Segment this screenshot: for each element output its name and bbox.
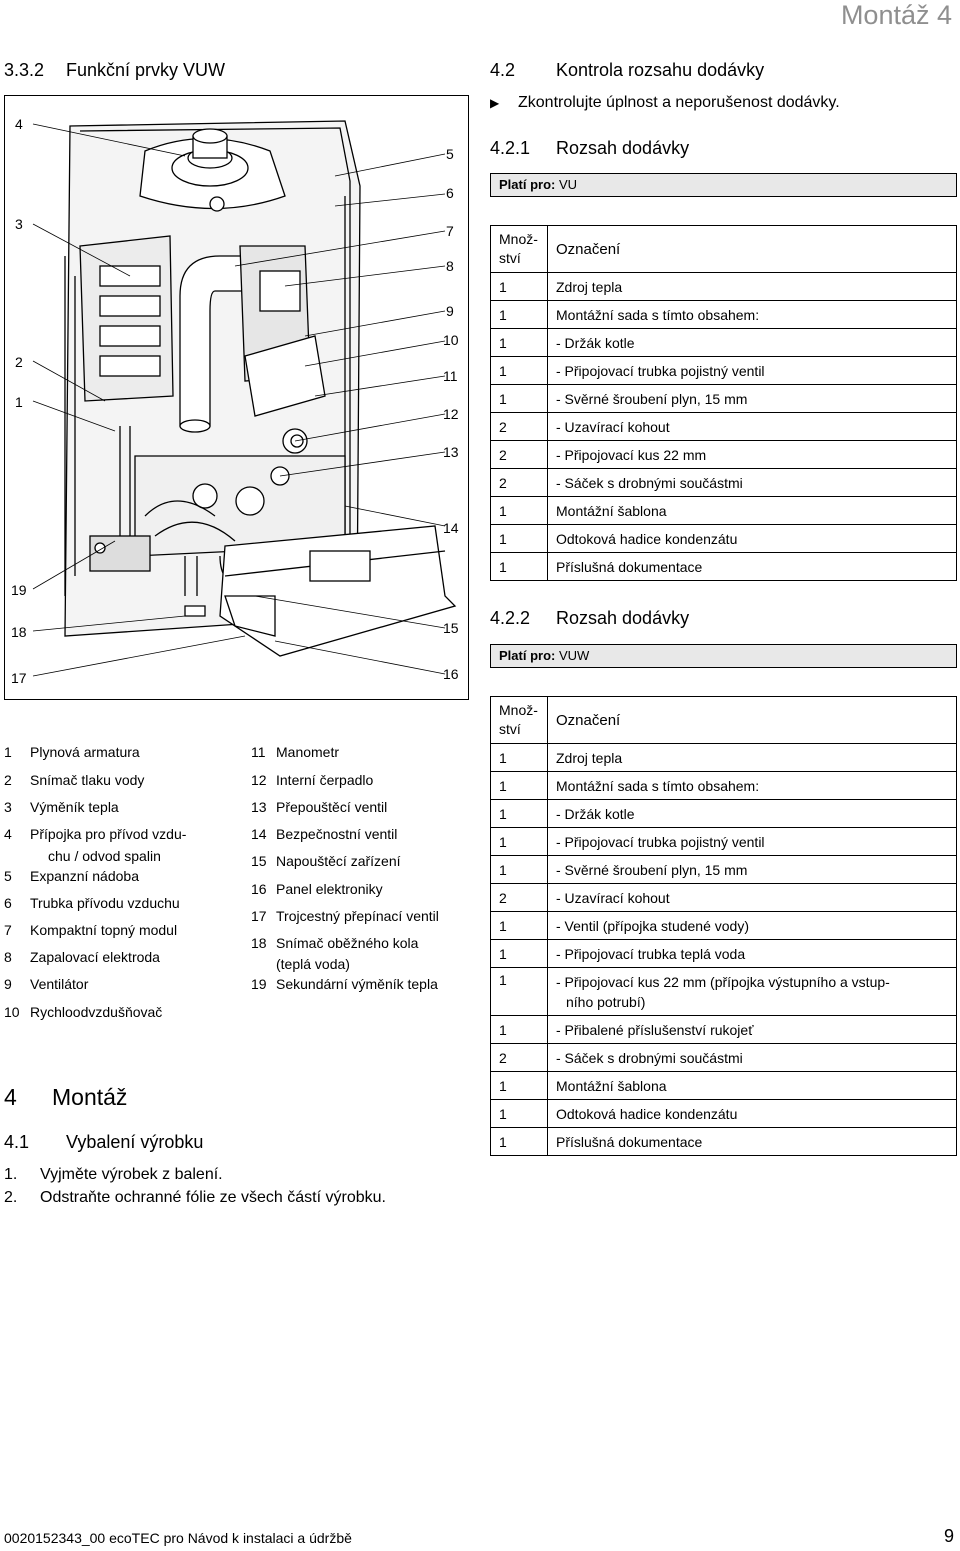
section-heading-422: 4.2.2 Rozsah dodávky bbox=[490, 608, 689, 629]
table-row: 1- Držák kotle bbox=[490, 328, 957, 357]
section-heading-41: 4.1 Vybalení výrobku bbox=[4, 1132, 203, 1153]
page-number: 9 bbox=[943, 1526, 954, 1546]
chapter-title: Montáž bbox=[52, 1084, 128, 1110]
table-row: 2- Připojovací kus 22 mm bbox=[490, 440, 957, 469]
callout-1: 1 bbox=[15, 394, 23, 410]
bullet-item: ▶Zkontrolujte úplnost a neporušenost dod… bbox=[490, 94, 840, 111]
column-header-qty: Množ-ství bbox=[490, 696, 548, 744]
table-row: 1- Připojovací trubka pojistný ventil bbox=[490, 356, 957, 385]
boiler-illustration bbox=[32, 120, 457, 677]
callout-7: 7 bbox=[446, 223, 454, 239]
callout-16: 16 bbox=[443, 666, 459, 682]
callout-14: 14 bbox=[443, 520, 459, 536]
section-number: 3.3.2 bbox=[4, 60, 45, 80]
section-heading-332: 3.3.2 Funkční prvky VUW bbox=[4, 60, 225, 81]
applies-to-bar-vuw: Platí pro: VUW bbox=[490, 644, 957, 668]
callout-10: 10 bbox=[443, 332, 459, 348]
table-row: 1- Držák kotle bbox=[490, 799, 957, 828]
table-header-row: Množ-ství Označení bbox=[490, 225, 957, 273]
footer-doc-id: 0020152343_00 ecoTEC pro Návod k instala… bbox=[4, 1530, 352, 1546]
table-row: 2- Uzavírací kohout bbox=[490, 883, 957, 912]
callout-6: 6 bbox=[446, 185, 454, 201]
section-number: 4.2.2 bbox=[490, 608, 531, 628]
chapter-heading-4: 4 Montáž bbox=[4, 1084, 127, 1111]
section-title: Rozsah dodávky bbox=[556, 138, 690, 158]
callout-15: 15 bbox=[443, 620, 459, 636]
section-heading-42: 4.2 Kontrola rozsahu dodávky bbox=[490, 60, 764, 81]
section-number: 4.1 bbox=[4, 1132, 30, 1152]
table-row: 1- Připojovací kus 22 mm (přípojka výstu… bbox=[490, 967, 957, 1016]
callout-5: 5 bbox=[446, 146, 454, 162]
table-row: 2- Sáček s drobnými součástmi bbox=[490, 1043, 957, 1072]
table-header-row: Množ-ství Označení bbox=[490, 696, 957, 744]
step-item: 2.Odstraňte ochranné fólie ze všech část… bbox=[4, 1189, 386, 1206]
column-header-name: Označení bbox=[547, 696, 957, 744]
table-row: 1- Přibalené příslušenství rukojeť bbox=[490, 1015, 957, 1044]
table-row: 1- Svěrné šroubení plyn, 15 mm bbox=[490, 384, 957, 413]
applies-to-bar-vu: Platí pro: VU bbox=[490, 173, 957, 197]
callout-13: 13 bbox=[443, 444, 459, 460]
arrow-bullet-icon: ▶ bbox=[490, 96, 500, 110]
column-header-name: Označení bbox=[547, 225, 957, 273]
callout-3: 3 bbox=[15, 216, 23, 232]
callout-12: 12 bbox=[443, 406, 459, 422]
callout-2: 2 bbox=[15, 354, 23, 370]
chapter-header: Montáž 4 bbox=[840, 0, 952, 30]
callout-4: 4 bbox=[15, 116, 23, 132]
table-row: 1- Svěrné šroubení plyn, 15 mm bbox=[490, 855, 957, 884]
callout-8: 8 bbox=[446, 258, 454, 274]
table-row: 2- Sáček s drobnými součástmi bbox=[490, 468, 957, 497]
callout-19: 19 bbox=[11, 582, 27, 598]
column-header-qty: Množ-ství bbox=[490, 225, 548, 273]
table-row: 1- Připojovací trubka pojistný ventil bbox=[490, 827, 957, 856]
step-list: 1.Vyjměte výrobek z balení. 2.Odstraňte … bbox=[4, 1166, 386, 1212]
callout-9: 9 bbox=[446, 303, 454, 319]
section-title: Rozsah dodávky bbox=[556, 608, 690, 628]
section-number: 4.2.1 bbox=[490, 138, 531, 158]
section-number: 4.2 bbox=[490, 60, 516, 80]
step-item: 1.Vyjměte výrobek z balení. bbox=[4, 1166, 223, 1183]
table-row: 1- Připojovací trubka teplá voda bbox=[490, 939, 957, 968]
callout-18: 18 bbox=[11, 624, 27, 640]
callout-17: 17 bbox=[11, 670, 27, 686]
chapter-number: 4 bbox=[4, 1084, 17, 1110]
section-title: Kontrola rozsahu dodávky bbox=[556, 60, 765, 80]
section-title: Vybalení výrobku bbox=[66, 1132, 204, 1152]
boiler-figure: 4 3 2 1 19 18 17 5 6 7 8 9 10 11 12 13 1… bbox=[4, 95, 469, 700]
callout-11: 11 bbox=[443, 368, 458, 384]
section-title: Funkční prvky VUW bbox=[66, 60, 226, 80]
section-heading-421: 4.2.1 Rozsah dodávky bbox=[490, 138, 689, 159]
table-row: 1- Ventil (přípojka studené vody) bbox=[490, 911, 957, 940]
table-row: 2- Uzavírací kohout bbox=[490, 412, 957, 441]
